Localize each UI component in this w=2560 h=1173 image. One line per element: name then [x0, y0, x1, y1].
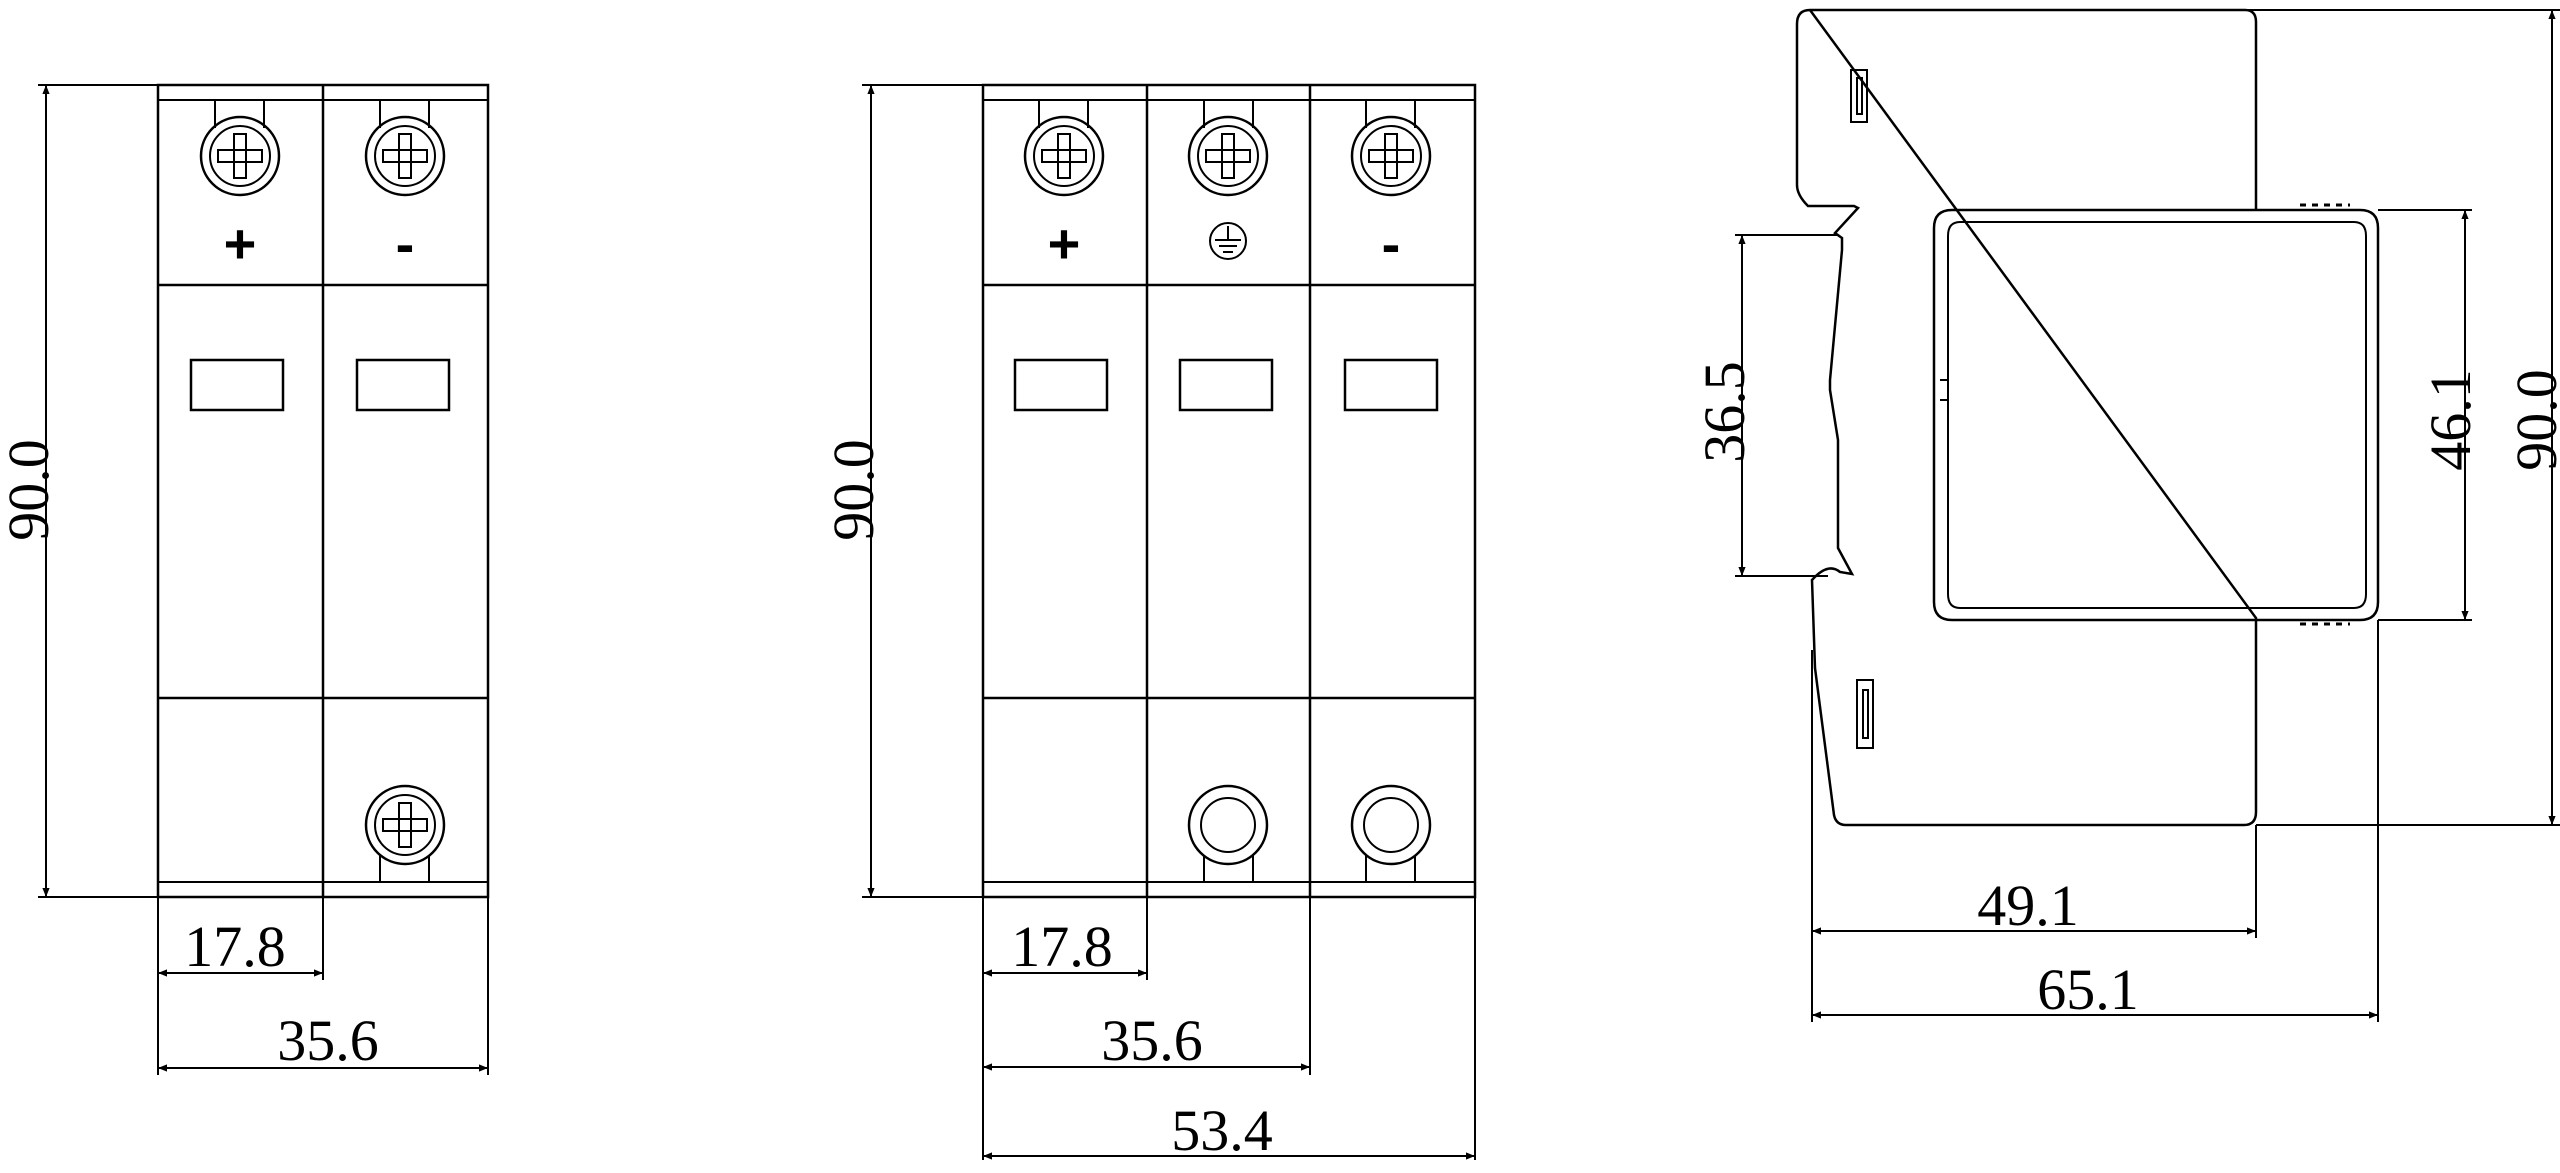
pole-width-dimension: 17.8	[1011, 914, 1113, 979]
screw-terminal-icon	[364, 100, 446, 197]
terminal-hole-icon	[1187, 784, 1269, 882]
din-rail-dimension: 36.5	[1692, 361, 1757, 463]
module-height-dimension: 46.1	[2418, 369, 2483, 471]
screw-terminal-icon	[199, 100, 281, 197]
terminal-hole-icon	[1350, 784, 1432, 882]
height-dimension: 90.0	[2504, 369, 2560, 471]
base-depth-dimension: 49.1	[1977, 873, 2079, 938]
total-width-dimension: 35.6	[277, 1008, 379, 1073]
pole-width-dimension: 17.8	[184, 914, 286, 979]
two-pole-front-view: + - 90.0 17.8 35.6	[0, 83, 490, 1075]
status-indicator-window	[189, 358, 285, 412]
status-indicator-window	[1013, 358, 1109, 412]
two-pole-width-dimension: 35.6	[1101, 1008, 1203, 1073]
minus-terminal-label: -	[396, 212, 415, 275]
status-indicator-window	[1343, 358, 1439, 412]
minus-terminal-label: -	[1382, 212, 1401, 275]
height-dimension: 90.0	[0, 439, 61, 541]
screw-terminal-icon	[1187, 100, 1269, 197]
side-view: 36.5 46.1 90.0 49.1 65.1	[1692, 8, 2560, 1022]
status-indicator-window	[1178, 358, 1274, 412]
screw-terminal-icon	[1350, 100, 1432, 197]
height-dimension: 90.0	[821, 439, 886, 541]
total-depth-dimension: 65.1	[2037, 957, 2139, 1022]
screw-terminal-icon	[1023, 100, 1105, 197]
three-pole-front-view: + - 90.0	[821, 83, 1477, 1163]
status-indicator-window	[355, 358, 451, 412]
plus-terminal-label: +	[224, 212, 257, 275]
plus-terminal-label: +	[1048, 212, 1081, 275]
total-width-dimension: 53.4	[1171, 1098, 1273, 1163]
ground-icon	[1209, 222, 1247, 260]
screw-terminal-icon	[364, 784, 446, 882]
